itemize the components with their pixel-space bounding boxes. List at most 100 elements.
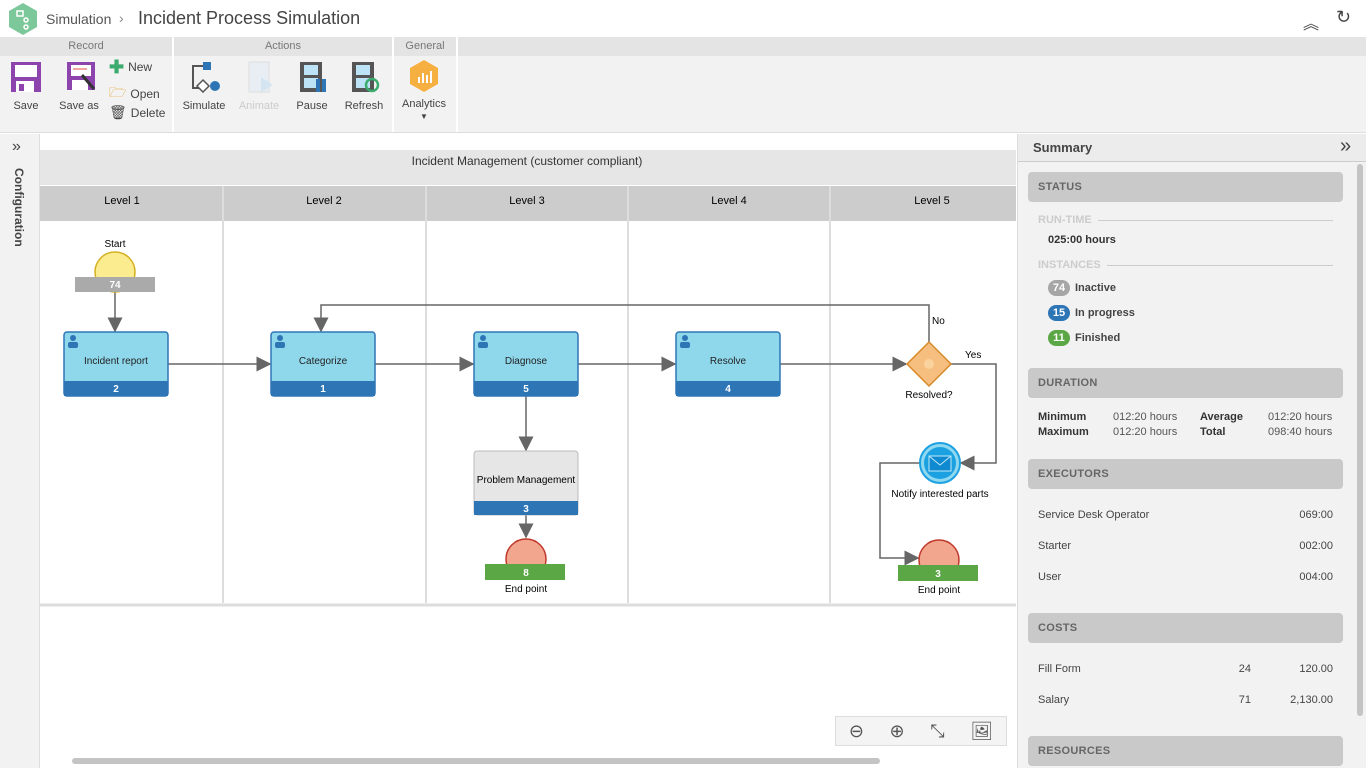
runtime-subheader: RUN-TIME	[1038, 214, 1333, 226]
average-label: Average	[1200, 411, 1244, 423]
analytics-label: Analytics	[401, 98, 447, 110]
end-event-1[interactable]: 8 End point	[485, 538, 565, 595]
message-event-notify[interactable]: Notify interested parts	[891, 442, 989, 500]
horizontal-scrollbar[interactable]	[72, 758, 880, 764]
gateway-no-label: No	[932, 316, 945, 327]
save-as-icon	[67, 62, 96, 90]
pause-button[interactable]: Pause	[290, 61, 334, 112]
group-record-header: Record	[0, 37, 172, 56]
breadcrumb-separator: ›	[119, 10, 124, 26]
collapse-panel-icon[interactable]: »	[1340, 135, 1352, 157]
connectors	[107, 292, 997, 566]
new-button[interactable]: ✚New	[109, 57, 153, 77]
simulate-button[interactable]: Simulate	[180, 61, 228, 112]
breadcrumb-simulation[interactable]: Simulation	[46, 11, 112, 27]
end-event-2[interactable]: 3 End point	[898, 539, 978, 596]
lane-header-5: Level 5	[914, 195, 949, 207]
configuration-sidebar[interactable]: » Configuration	[0, 134, 40, 768]
task-label: Categorize	[299, 356, 348, 367]
task-count: 4	[725, 384, 731, 395]
zoom-in-icon[interactable]: ⊕	[889, 720, 905, 741]
open-label: Open	[130, 87, 160, 101]
save-as-button[interactable]: Save as	[56, 61, 102, 112]
trash-icon: 🗑	[109, 104, 127, 120]
process-diagram: Incident Management (customer compliant)…	[40, 150, 1016, 607]
minimum-label: Minimum	[1038, 411, 1087, 423]
summary-panel: Summary » STATUS RUN-TIME 025:00 hours I…	[1017, 134, 1366, 768]
total-value: 098:40 hours	[1268, 426, 1333, 438]
caret-down-icon: ▼	[420, 112, 428, 121]
new-label: New	[128, 60, 153, 74]
simulate-label: Simulate	[182, 100, 226, 112]
subprocess-problem-management[interactable]: Problem Management 3	[473, 450, 579, 516]
task-incident-report[interactable]: Incident report 2	[63, 331, 169, 397]
vertical-scrollbar[interactable]	[1357, 164, 1363, 716]
instance-count-badge: 15	[1048, 305, 1070, 321]
executor-name: Service Desk Operator	[1038, 509, 1150, 521]
fit-to-screen-icon[interactable]: ⤡	[930, 720, 945, 741]
divider	[456, 37, 458, 132]
runtime-value: 025:00 hours	[1048, 234, 1116, 246]
divider	[172, 37, 174, 132]
user-icon	[478, 335, 488, 348]
start-event[interactable]: Start 74	[75, 239, 155, 293]
export-image-icon[interactable]: 🖼	[970, 720, 994, 741]
message-label: Notify interested parts	[891, 489, 988, 500]
executor-time: 004:00	[1299, 571, 1333, 583]
open-folder-icon: 🗁	[109, 84, 127, 100]
refresh-label: Refresh	[344, 100, 384, 112]
duration-table: Minimum 012:20 hours Average 012:20 hours M…	[1038, 410, 1338, 440]
instance-label: Inactive	[1075, 282, 1116, 294]
costs-header[interactable]: COSTS	[1028, 613, 1343, 643]
animate-label: Animate	[238, 100, 280, 112]
delete-label: Delete	[130, 105, 166, 120]
resources-header[interactable]: RESOURCES	[1028, 736, 1343, 766]
summary-header: Summary »	[1018, 134, 1366, 162]
refresh-icon[interactable]: ↻	[1336, 7, 1352, 27]
duration-header[interactable]: DURATION	[1028, 368, 1343, 398]
end2-label: End point	[918, 585, 960, 596]
page-title: Incident Process Simulation	[138, 8, 361, 28]
zoom-toolbar: ⊖ ⊕ ⤡ 🖼	[835, 716, 1007, 746]
maximum-label: Maximum	[1038, 426, 1089, 438]
minimum-value: 012:20 hours	[1113, 411, 1178, 423]
task-categorize[interactable]: Categorize 1	[270, 331, 376, 397]
delete-button[interactable]: 🗑Delete	[109, 104, 165, 121]
cost-qty: 71	[1238, 694, 1251, 706]
expand-icon[interactable]: »	[12, 138, 21, 155]
maximum-value: 012:20 hours	[1113, 426, 1178, 438]
lane-header-4: Level 4	[711, 195, 746, 207]
ribbon-toolbar: Record Actions General Save Save as ✚New…	[0, 37, 1366, 133]
chevron-double-up-icon[interactable]: ︽	[1303, 16, 1320, 33]
runtime-label: RUN-TIME	[1038, 214, 1092, 226]
plus-icon: ✚	[109, 57, 125, 77]
group-actions-header: Actions	[174, 37, 392, 56]
task-label: Resolve	[710, 356, 747, 367]
end2-count: 3	[935, 569, 941, 580]
executor-name: User	[1038, 571, 1062, 583]
simulate-icon	[192, 62, 220, 94]
instance-count-badge: 11	[1048, 330, 1070, 346]
subprocess-count: 3	[523, 504, 529, 515]
executors-header[interactable]: EXECUTORS	[1028, 459, 1343, 489]
task-resolve[interactable]: Resolve 4	[675, 331, 781, 397]
animate-button[interactable]: Animate	[236, 61, 282, 112]
gateway-resolved[interactable]: Resolved?	[905, 340, 953, 401]
task-diagnose[interactable]: Diagnose 5	[473, 331, 579, 397]
status-header[interactable]: STATUS	[1028, 172, 1343, 202]
refresh-button[interactable]: Refresh	[342, 61, 386, 112]
end1-count: 8	[523, 568, 529, 579]
end1-label: End point	[505, 584, 547, 595]
zoom-out-icon[interactable]: ⊖	[848, 720, 864, 741]
analytics-button[interactable]: Analytics ▼	[398, 59, 450, 122]
analytics-icon	[410, 60, 438, 92]
open-button[interactable]: 🗁Open	[109, 82, 160, 106]
start-label: Start	[104, 239, 125, 250]
app-logo-icon	[9, 3, 37, 35]
save-button[interactable]: Save	[8, 61, 44, 112]
gateway-label: Resolved?	[905, 390, 953, 401]
divider	[392, 37, 394, 132]
